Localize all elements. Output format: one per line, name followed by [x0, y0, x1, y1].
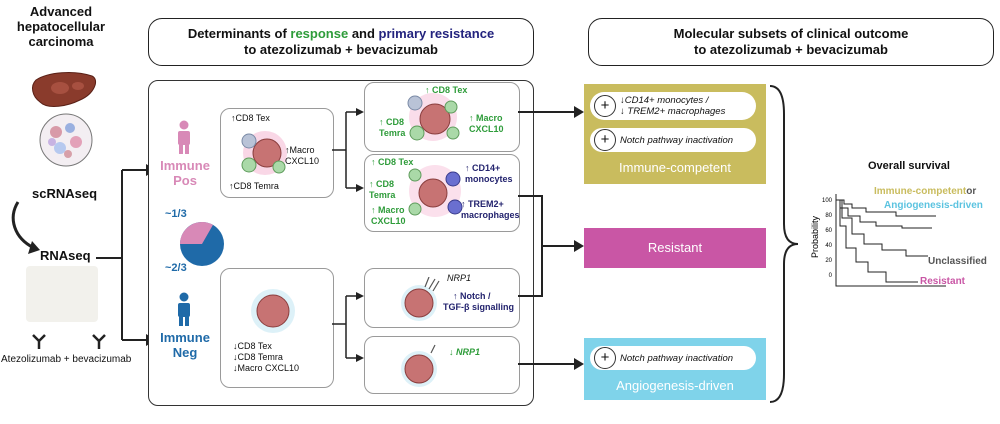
curve-unclassified	[836, 199, 928, 257]
curve-immune-competent	[836, 199, 936, 217]
rnaseq-label: RNAseq	[40, 248, 91, 263]
tissue-sample-image	[26, 266, 98, 322]
curve-resistant	[836, 199, 918, 283]
r2-cd8-tex: ↑ CD8 Tex	[371, 157, 414, 167]
pos-macro: ↑Macro CXCL10	[285, 145, 320, 166]
ytick: 40	[825, 243, 832, 249]
tumor-tissue-illustration	[39, 113, 93, 167]
fraction-pos: ~1/3	[165, 208, 187, 220]
r1-cd8-tex: ↑ CD8 Tex	[425, 85, 468, 95]
ytick: 60	[825, 228, 832, 234]
liver-illustration	[32, 72, 96, 107]
plus-icon: +	[594, 95, 616, 117]
ytick: 100	[822, 198, 833, 204]
immune-pos-label: Immune Pos	[160, 158, 210, 188]
y-ticks: 100 80 60 40 20 0	[822, 198, 833, 279]
response-card-1: ↑ CD8 Tex ↑ CD8 Temra ↑ Macro CXCL10	[364, 82, 520, 152]
tumor-cell-illustration	[401, 344, 437, 387]
axes	[835, 194, 946, 287]
n1-notch: ↑ Notch / TGF-β signalling	[443, 291, 514, 312]
r2-cd8: ↑ CD8 Temra	[369, 179, 396, 200]
r2-cd14: ↑ CD14+ monocytes	[465, 163, 513, 184]
immune-competent-box: + ↓CD14+ monocytes / ↓ TREM2+ macrophage…	[584, 84, 766, 184]
person-icon	[178, 292, 190, 326]
center-header: Determinants of response and primary res…	[148, 18, 534, 66]
tumor-cells-illustration	[241, 131, 287, 175]
split-arrows-neg	[332, 292, 364, 362]
y-axis-label: Probability	[810, 215, 820, 258]
ytick: 20	[825, 258, 832, 264]
ytick: 80	[825, 213, 832, 219]
r1-macro: ↑ Macro CXCL10	[469, 113, 504, 134]
resistant-box: Resistant	[584, 228, 766, 268]
immune-fraction-pie	[180, 222, 224, 266]
survival-plot: Probability 100 80 60 40 20 0	[810, 194, 946, 287]
fraction-neg: ~2/3	[165, 262, 187, 274]
resistant-label: Resistant	[647, 240, 703, 255]
legend-ic: Immune-competentor	[874, 186, 977, 197]
r1-cd8: ↑ CD8 Temra	[379, 117, 406, 138]
drug-label: Atezolizumab + bevacizumab	[1, 354, 132, 365]
immune-neg-label: Immune Neg	[160, 330, 210, 360]
pill-myeloid: + ↓CD14+ monocytes / ↓ TREM2+ macrophage…	[590, 92, 756, 120]
tumor-cells-illustration	[408, 165, 463, 217]
right-header: Molecular subsets of clinical outcome to…	[588, 18, 994, 66]
pos-cd8-tex: ↑CD8 Tex	[231, 113, 270, 123]
legend-unclassified: Unclassified	[928, 256, 987, 267]
antibody-icon	[32, 334, 46, 349]
ytick: 0	[829, 273, 833, 279]
response-card-2: ↑ CD8 Tex ↑ CD8 Temra ↑ Macro CXCL10 ↑ C…	[364, 154, 520, 232]
neg-markers: ↓CD8 Tex ↓CD8 Temra ↓Macro CXCL10	[233, 341, 300, 373]
legend-ad: Angiogenesis-driven	[884, 200, 983, 211]
n1-nrp1: NRP1	[447, 273, 472, 283]
plus-icon: +	[594, 347, 616, 369]
immune-competent-label: Immune-competent	[619, 160, 731, 175]
tumor-cell-illustration	[401, 277, 440, 321]
angiogenesis-box: + Notch pathway inactivation Angiogenesi…	[584, 338, 766, 400]
tumor-cell-illustration	[251, 289, 295, 333]
scrnaseq-label: scRNAseq	[32, 186, 98, 201]
outcome-arrows	[518, 106, 584, 370]
immune-neg-card: ↓CD8 Tex ↓CD8 Temra ↓Macro CXCL10	[220, 268, 334, 388]
split-arrows-pos	[332, 108, 364, 192]
r2-macro: ↑ Macro CXCL10	[371, 205, 406, 226]
tumor-cells-illustration	[407, 93, 460, 141]
pos-cd8-temra: ↑CD8 Temra	[229, 181, 279, 191]
plus-icon: +	[594, 129, 616, 151]
legend-resistant: Resistant	[920, 276, 966, 287]
hcc-title: Advanced hepatocellular carcinoma	[16, 4, 106, 49]
angiogenesis-label: Angiogenesis-driven	[616, 378, 734, 393]
pill-notch-angio: + Notch pathway inactivation	[590, 346, 756, 370]
survival-title: Overall survival	[868, 160, 950, 172]
antibody-icon	[92, 334, 106, 349]
brace-icon	[769, 85, 799, 403]
neg-card-2: ↓ NRP1	[364, 336, 520, 394]
r2-trem2: ↑ TREM2+ macrophages	[461, 199, 520, 220]
curved-arrow-icon	[11, 201, 40, 254]
pill-notch: + Notch pathway inactivation	[590, 128, 756, 152]
immune-pos-card: ↑CD8 Tex ↑Macro CXCL10 ↑CD8 Temra	[220, 108, 334, 198]
n2-nrp1: ↓ NRP1	[449, 347, 481, 357]
neg-card-1: NRP1 ↑ Notch / TGF-β signalling	[364, 268, 520, 328]
person-icon	[178, 120, 190, 154]
